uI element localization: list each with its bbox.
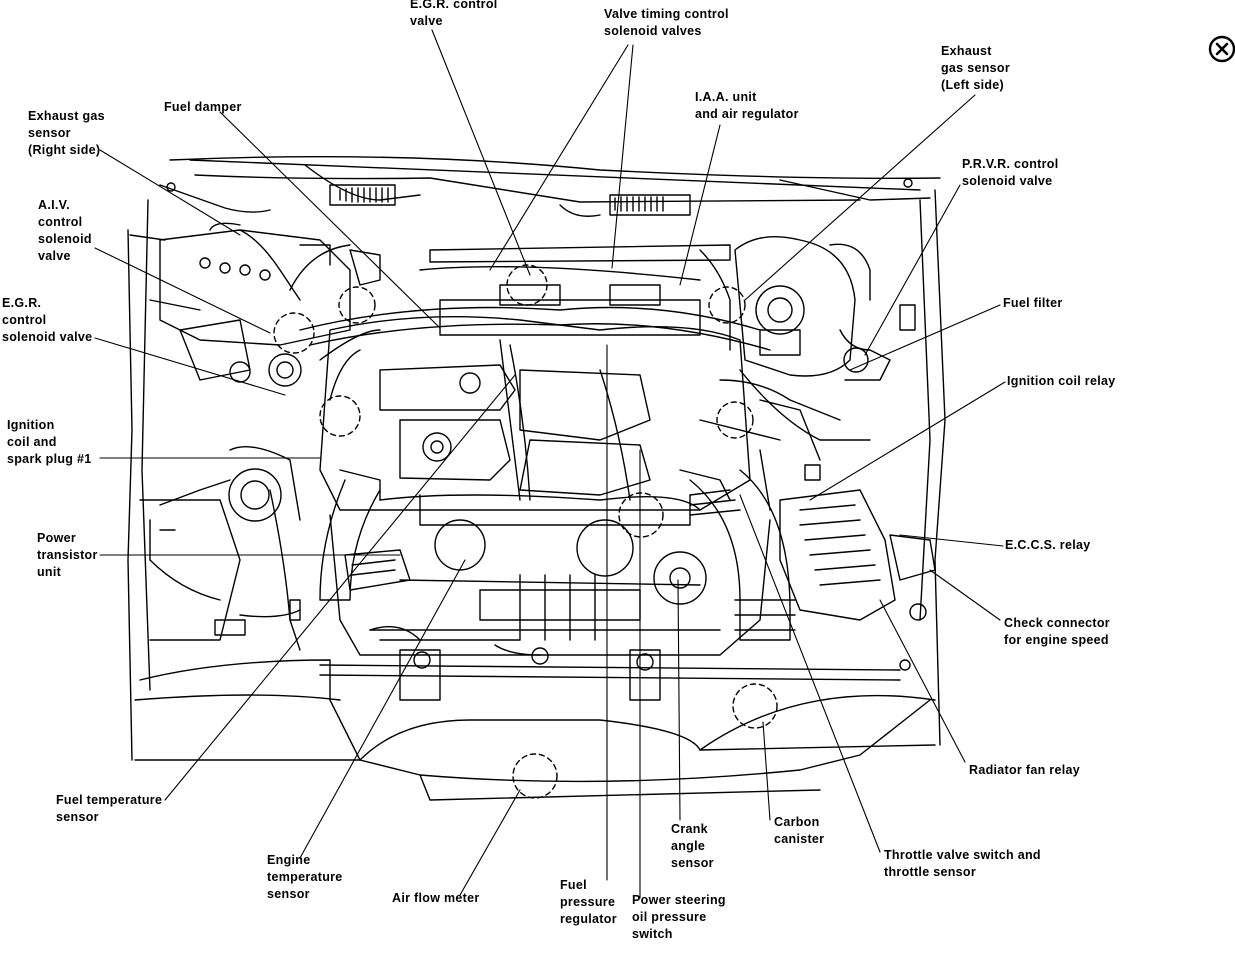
left-side-components (129, 222, 381, 651)
close-circle-icon[interactable] (1208, 35, 1235, 63)
hoses-wiring (149, 229, 841, 641)
intake-ducts (319, 469, 796, 641)
label-fuel-damper: Fuel damper (164, 100, 242, 114)
leader-lines (94, 29, 1006, 899)
label-air-flow-meter: Air flow meter (392, 891, 480, 905)
central-engine (319, 244, 751, 526)
label-ignition-coil-relay: Ignition coil relay (1007, 374, 1116, 388)
right-side-components (699, 235, 936, 671)
label-eccs-relay: E.C.C.S. relay (1005, 538, 1091, 552)
lower-engine (329, 514, 771, 701)
location-markers (273, 264, 778, 799)
label-radiator-fan-relay: Radiator fan relay (969, 763, 1080, 777)
cowl-vents (329, 184, 691, 216)
label-fuel-filter: Fuel filter (1003, 296, 1063, 310)
engine-bay-outline (127, 155, 946, 801)
